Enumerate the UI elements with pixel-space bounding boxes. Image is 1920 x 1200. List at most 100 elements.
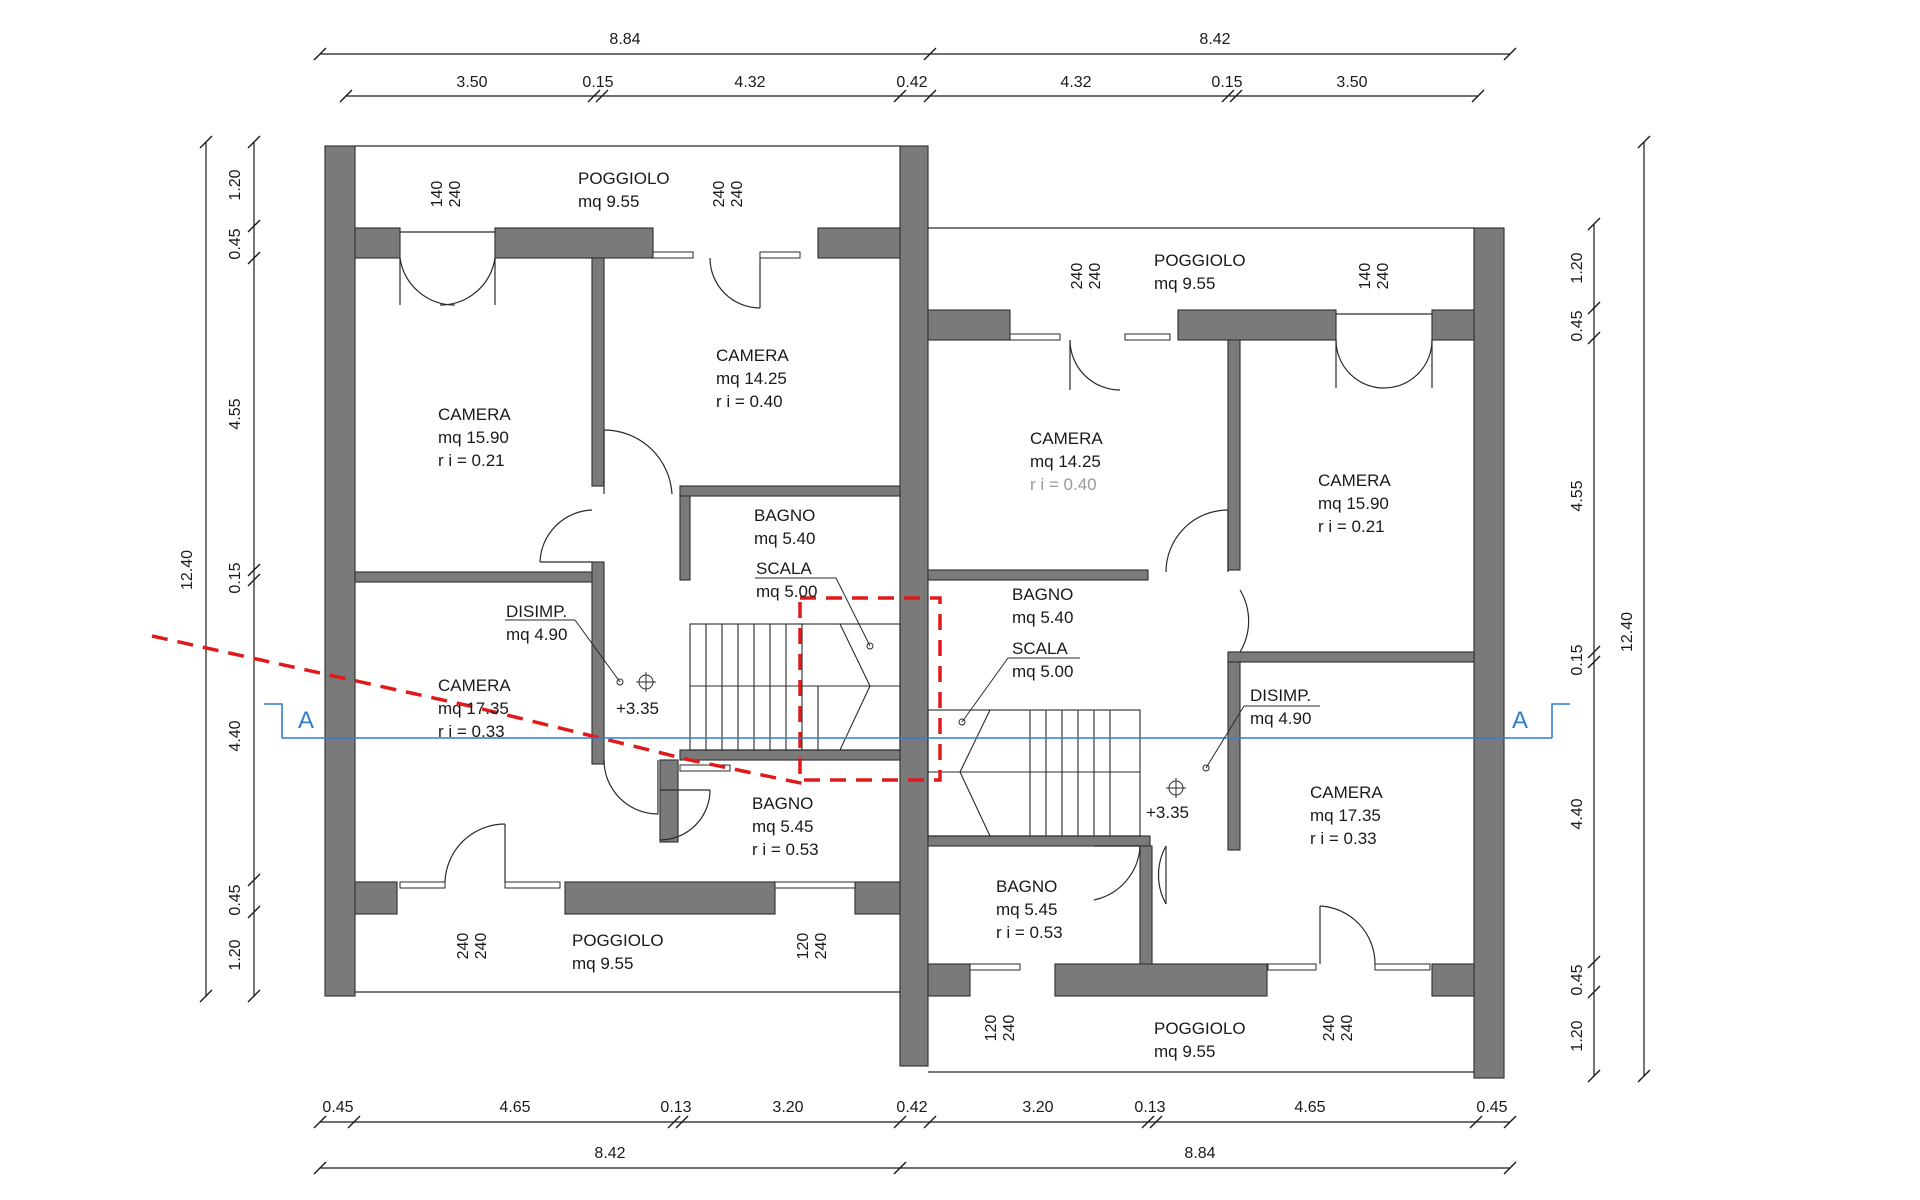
dim-right-partial-2: 0.45 xyxy=(1569,310,1586,341)
opening-12: 240 xyxy=(813,933,830,960)
room-camera-5: CAMERA mq 15.90 r i = 0.21 xyxy=(1318,471,1391,536)
room-ri: r i = 0.21 xyxy=(1318,517,1385,536)
opening-9: 240 xyxy=(455,933,472,960)
room-name: CAMERA xyxy=(438,405,511,424)
dim-bottom-partial-4: 3.20 xyxy=(772,1099,803,1116)
room-bagno-1: BAGNO mq 5.40 xyxy=(754,506,815,548)
opening-6: 240 xyxy=(1087,263,1104,290)
room-name: POGGIOLO xyxy=(572,931,664,950)
room-poggiolo-bottom-right: POGGIOLO mq 9.55 xyxy=(1154,1019,1246,1061)
room-area: mq 9.55 xyxy=(578,192,639,211)
room-poggiolo-top-left: POGGIOLO mq 9.55 xyxy=(578,169,670,211)
level-right: +3.35 xyxy=(1146,803,1189,822)
dim-bottom-overall-2: 8.84 xyxy=(1184,1145,1215,1162)
stairs-right xyxy=(927,709,1141,837)
room-area: mq 5.45 xyxy=(752,817,813,836)
opening-14: 240 xyxy=(1001,1015,1018,1042)
room-area: mq 5.40 xyxy=(754,529,815,548)
doors xyxy=(399,257,1433,965)
room-area: mq 15.90 xyxy=(1318,494,1389,513)
room-name: DISIMP. xyxy=(1250,686,1311,705)
section-label-right: A xyxy=(1512,707,1528,734)
walls xyxy=(324,145,1505,1079)
dim-right-partial-4: 0.15 xyxy=(1569,644,1586,675)
dim-left-partial-7: 1.20 xyxy=(227,939,244,970)
room-name: BAGNO xyxy=(1012,585,1073,604)
stairs-left xyxy=(689,623,901,751)
room-area: mq 9.55 xyxy=(1154,1042,1215,1061)
windows xyxy=(399,251,1431,971)
level-left: +3.35 xyxy=(616,699,659,718)
room-name: BAGNO xyxy=(754,506,815,525)
opening-13: 120 xyxy=(983,1015,1000,1042)
dim-bottom-partial-2: 4.65 xyxy=(499,1099,530,1116)
dim-left-partial-6: 0.45 xyxy=(227,884,244,915)
dim-top-partial-5: 4.32 xyxy=(1060,74,1091,91)
room-name: DISIMP. xyxy=(506,602,567,621)
room-bagno-3: BAGNO mq 5.40 xyxy=(1012,585,1073,627)
dim-right-overall: 12.40 xyxy=(1619,612,1636,652)
room-name: CAMERA xyxy=(1318,471,1391,490)
opening-16: 240 xyxy=(1339,1015,1356,1042)
dim-top-partial-4: 0.42 xyxy=(896,74,927,91)
dim-top-overall-2: 8.42 xyxy=(1199,31,1230,48)
room-disimp-1: DISIMP. mq 4.90 xyxy=(506,602,567,644)
dim-bottom-partial-7: 0.13 xyxy=(1134,1099,1165,1116)
room-disimp-2: DISIMP. mq 4.90 xyxy=(1250,686,1311,728)
dimension-chains: 8.84 8.42 3.50 0.15 4.32 0.42 4.32 0.15 … xyxy=(179,31,1651,1175)
dim-top-partial-2: 0.15 xyxy=(582,74,613,91)
opening-10: 240 xyxy=(473,933,490,960)
section-line-a: A A xyxy=(264,703,1570,739)
section-label-left: A xyxy=(298,707,314,734)
dim-left-partial-5: 4.40 xyxy=(227,720,244,751)
room-camera-3: CAMERA mq 17.35 r i = 0.33 xyxy=(438,676,511,741)
room-camera-4: CAMERA mq 14.25 r i = 0.40 xyxy=(1030,429,1103,494)
room-ri: r i = 0.53 xyxy=(752,840,819,859)
opening-5: 240 xyxy=(1069,263,1086,290)
room-bagno-2: BAGNO mq 5.45 r i = 0.53 xyxy=(752,794,819,859)
room-area: mq 14.25 xyxy=(716,369,787,388)
room-ri: r i = 0.40 xyxy=(716,392,783,411)
room-area: mq 4.90 xyxy=(506,625,567,644)
opening-7: 140 xyxy=(1357,263,1374,290)
dim-bottom-partial-3: 0.13 xyxy=(660,1099,691,1116)
room-name: CAMERA xyxy=(1310,783,1383,802)
opening-sizes: 140 240 240 240 240 240 140 240 240 240 … xyxy=(429,181,1392,1042)
room-area: mq 5.00 xyxy=(1012,662,1073,681)
dim-left-partial-3: 4.55 xyxy=(227,398,244,429)
room-area: mq 9.55 xyxy=(1154,274,1215,293)
dim-top-partial-3: 4.32 xyxy=(734,74,765,91)
dim-left-partial-4: 0.15 xyxy=(227,562,244,593)
dim-bottom-partial-5: 0.42 xyxy=(896,1099,927,1116)
room-area: mq 9.55 xyxy=(572,954,633,973)
opening-15: 240 xyxy=(1321,1015,1338,1042)
room-name: SCALA xyxy=(1012,639,1068,658)
dim-right-partial-1: 1.20 xyxy=(1569,252,1586,283)
room-name: POGGIOLO xyxy=(1154,1019,1246,1038)
dim-left-partial-1: 1.20 xyxy=(227,169,244,200)
dim-top-partial-7: 3.50 xyxy=(1336,74,1367,91)
room-name: SCALA xyxy=(756,559,812,578)
room-scala-1: SCALA mq 5.00 xyxy=(756,559,817,601)
opening-2: 240 xyxy=(447,181,464,208)
room-ri: r i = 0.53 xyxy=(996,923,1063,942)
room-ri: r i = 0.33 xyxy=(438,722,505,741)
balcony-outlines xyxy=(355,145,1474,1073)
leader-lines xyxy=(505,577,1320,772)
room-area: mq 14.25 xyxy=(1030,452,1101,471)
room-name: POGGIOLO xyxy=(578,169,670,188)
opening-11: 120 xyxy=(795,933,812,960)
dim-top-partial-1: 3.50 xyxy=(456,74,487,91)
room-name: CAMERA xyxy=(438,676,511,695)
room-area: mq 5.45 xyxy=(996,900,1057,919)
opening-1: 140 xyxy=(429,181,446,208)
dim-bottom-partial-9: 0.45 xyxy=(1476,1099,1507,1116)
room-area: mq 4.90 xyxy=(1250,709,1311,728)
room-camera-1: CAMERA mq 15.90 r i = 0.21 xyxy=(438,405,511,470)
dim-bottom-overall-1: 8.42 xyxy=(594,1145,625,1162)
room-area: mq 5.40 xyxy=(1012,608,1073,627)
room-name: BAGNO xyxy=(752,794,813,813)
room-name: CAMERA xyxy=(1030,429,1103,448)
room-camera-2: CAMERA mq 14.25 r i = 0.40 xyxy=(716,346,789,411)
